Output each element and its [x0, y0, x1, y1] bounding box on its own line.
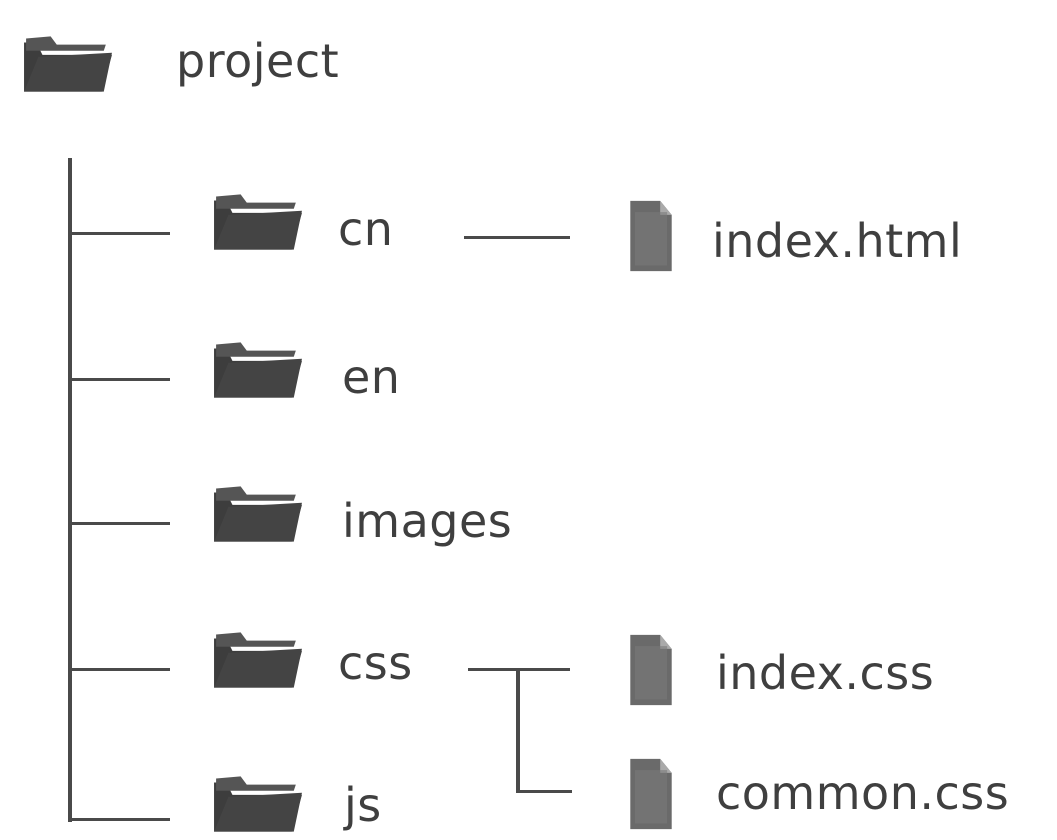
file-icon	[628, 632, 674, 708]
folder-icon	[22, 30, 114, 96]
file-icon	[628, 756, 674, 832]
folder-label-css[interactable]: css	[338, 636, 413, 690]
connector-vertical-css	[516, 668, 520, 792]
file-label-index-css[interactable]: index.css	[716, 646, 935, 700]
folder-label-js[interactable]: js	[344, 778, 382, 832]
folder-icon	[212, 188, 304, 254]
folder-icon	[212, 770, 304, 836]
file-label-index-html[interactable]: index.html	[712, 214, 963, 268]
tree-trunk-line	[68, 158, 72, 822]
folder-icon	[212, 626, 304, 692]
branch-line-css	[70, 668, 170, 671]
branch-line-js	[70, 818, 170, 821]
connector-line-cn	[464, 236, 570, 239]
folder-label-images[interactable]: images	[342, 494, 513, 548]
folder-label-cn[interactable]: cn	[338, 202, 394, 256]
file-label-common-css[interactable]: common.css	[716, 766, 1010, 820]
branch-line-images	[70, 522, 170, 525]
folder-icon	[212, 336, 304, 402]
folder-icon	[212, 480, 304, 546]
connector-branch-common	[516, 790, 572, 793]
branch-line-en	[70, 378, 170, 381]
root-folder-label[interactable]: project	[176, 34, 340, 88]
folder-label-en[interactable]: en	[342, 350, 401, 404]
branch-line-cn	[70, 232, 170, 235]
file-icon	[628, 198, 674, 274]
